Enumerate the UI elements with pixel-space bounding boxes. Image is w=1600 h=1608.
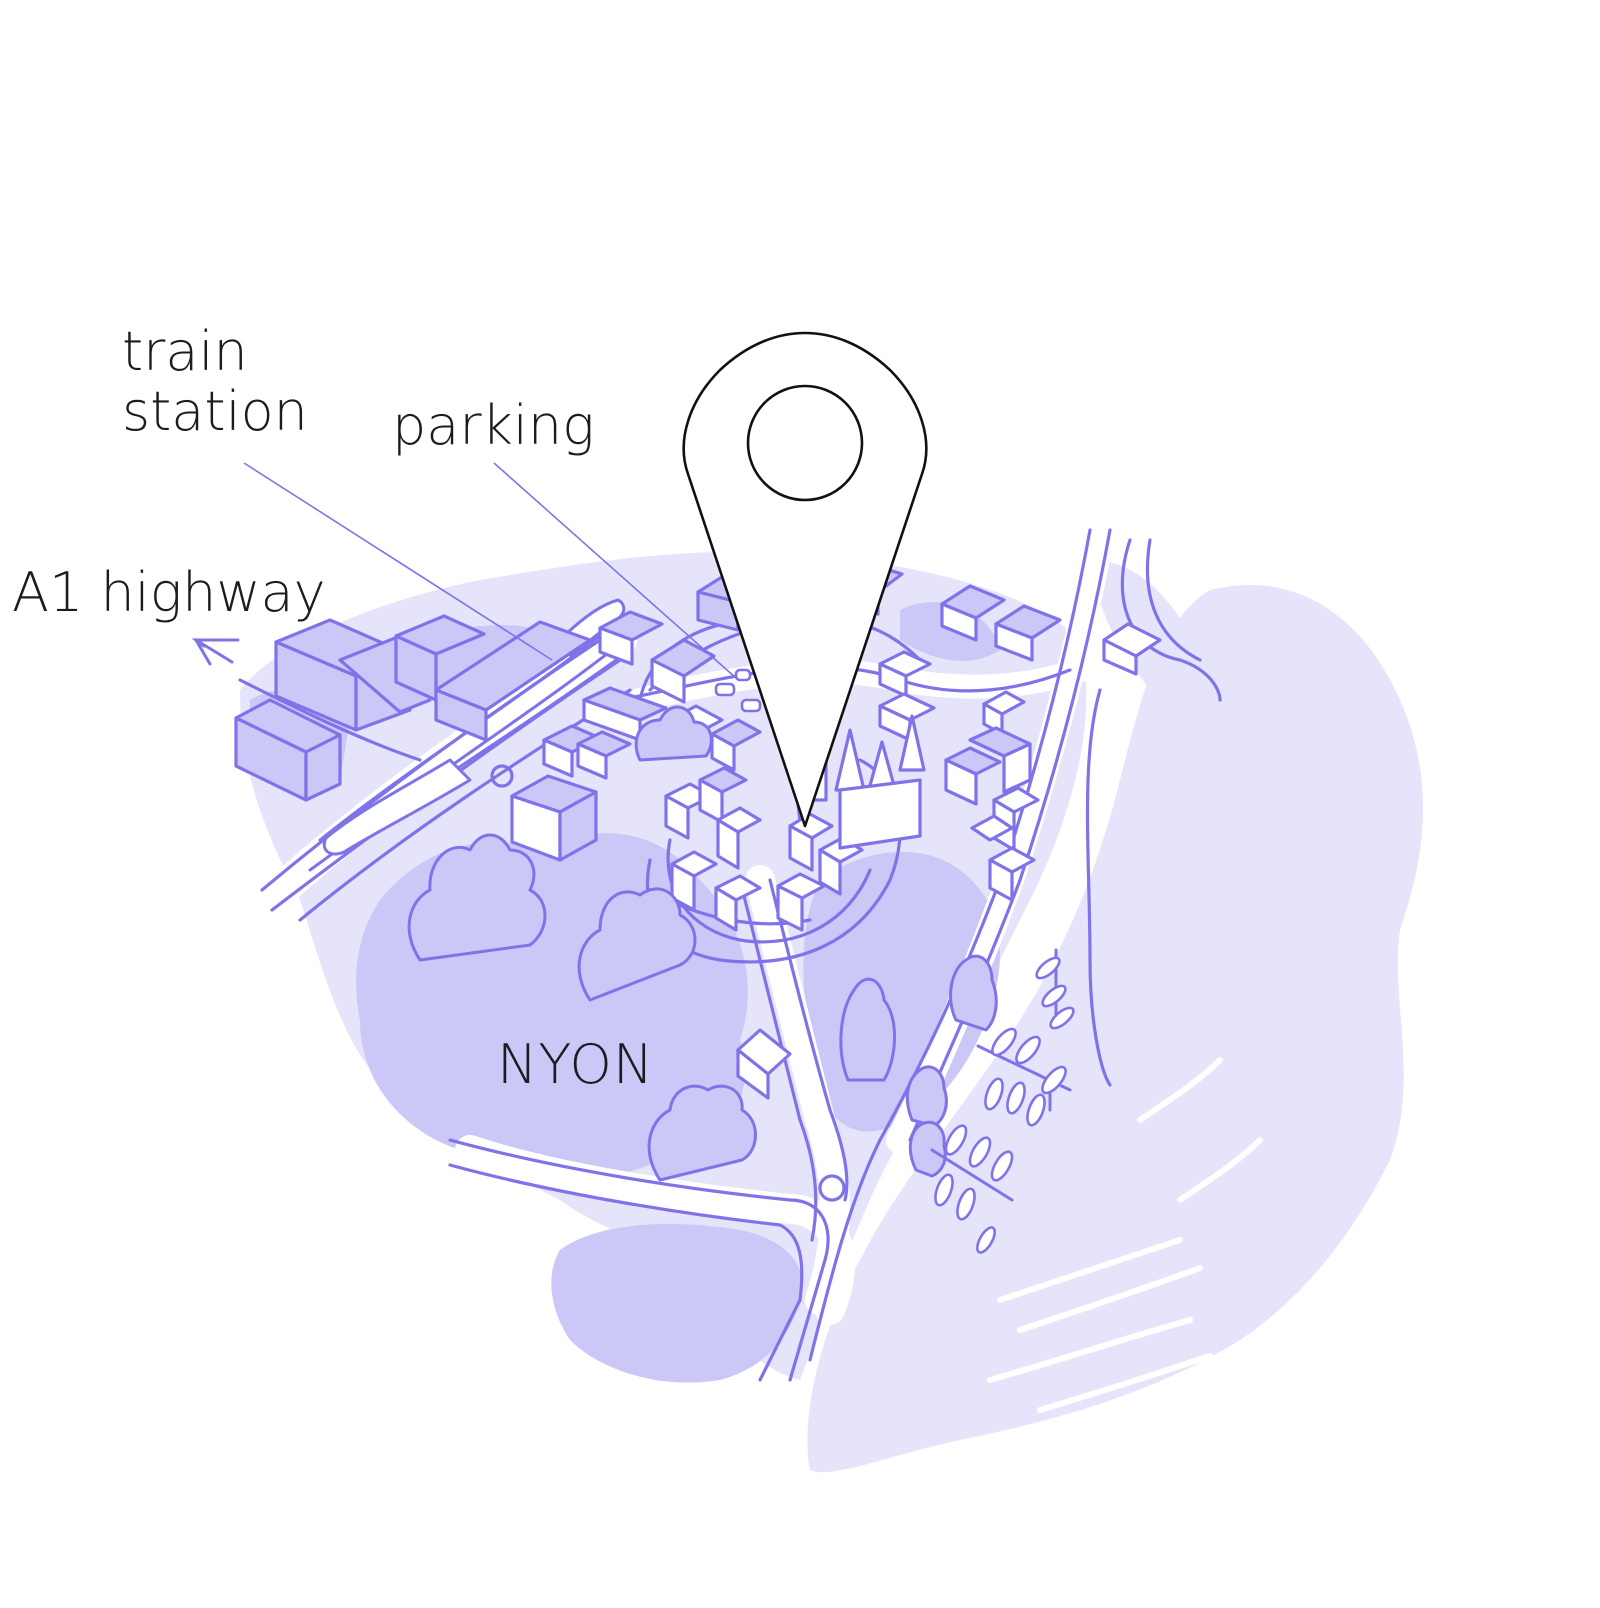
tree-icon: [407, 705, 998, 1182]
water-highlights: [987, 1057, 1263, 1413]
location-pin-icon: [682, 331, 928, 828]
direction-arrow-icon: [191, 638, 240, 666]
location-pin-hole: [746, 384, 864, 502]
parking-label: parking: [392, 394, 595, 457]
lake-area: [807, 584, 1424, 1473]
train-station-label: train station: [122, 320, 308, 444]
leader-lines: [243, 462, 737, 679]
town-name-label: NYON: [497, 1033, 655, 1096]
boat-icon: [934, 956, 1075, 1254]
train-station-leader: [243, 462, 553, 661]
a1-highway-label: A1 highway: [12, 561, 326, 624]
parking-leader: [493, 462, 737, 679]
